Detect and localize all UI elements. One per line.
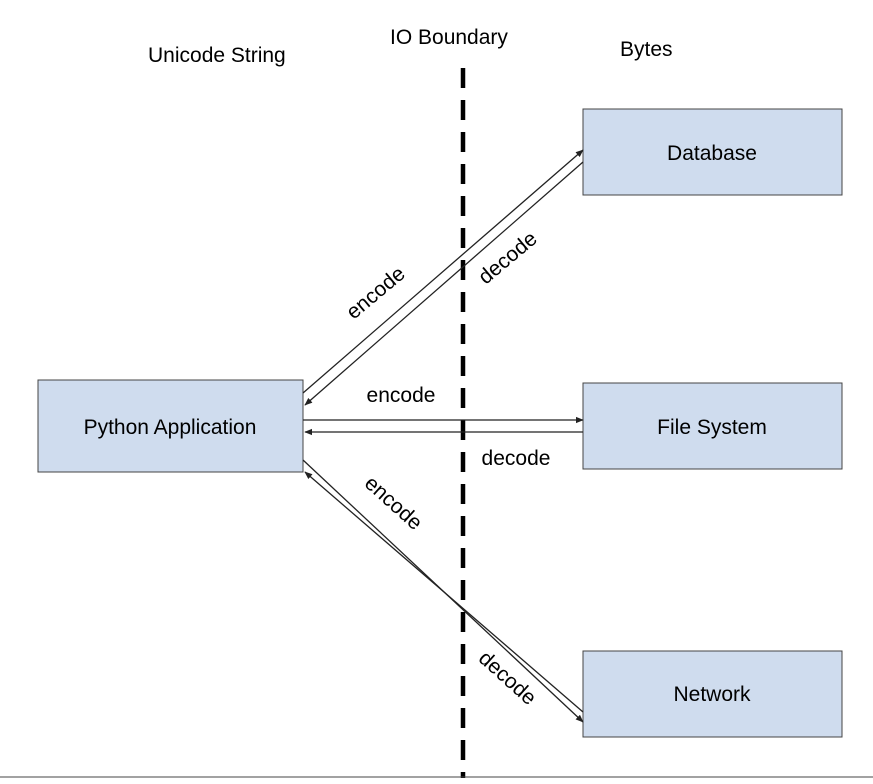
header-unicode-string: Unicode String bbox=[148, 44, 286, 67]
edge-database-encode-arrow bbox=[302, 149, 584, 394]
node-python-application-label: Python Application bbox=[84, 416, 257, 439]
node-database: Database bbox=[582, 108, 843, 196]
header-bytes: Bytes bbox=[620, 38, 673, 61]
edge-filesystem-encode-label: encode bbox=[367, 384, 436, 407]
edge-network-decode-arrow bbox=[304, 471, 584, 713]
node-python-application: Python Application bbox=[37, 379, 304, 473]
node-database-label: Database bbox=[667, 142, 757, 165]
edge-network-encode-label: encode bbox=[360, 472, 427, 535]
node-network: Network bbox=[582, 650, 843, 738]
edge-filesystem-decode-label: decode bbox=[482, 447, 551, 470]
node-network-label: Network bbox=[673, 683, 751, 706]
node-database-box bbox=[582, 108, 843, 196]
node-file-system-label: File System bbox=[657, 416, 767, 439]
edge-database-decode-arrow bbox=[304, 161, 584, 406]
edge-network-decode-label: decode bbox=[474, 647, 541, 710]
header-io-boundary: IO Boundary bbox=[390, 26, 508, 49]
node-file-system: File System bbox=[582, 382, 843, 470]
node-file-system-box bbox=[582, 382, 843, 470]
node-python-application-box bbox=[37, 379, 304, 473]
node-network-box bbox=[582, 650, 843, 738]
edge-database-encode-label: encode bbox=[342, 262, 410, 324]
